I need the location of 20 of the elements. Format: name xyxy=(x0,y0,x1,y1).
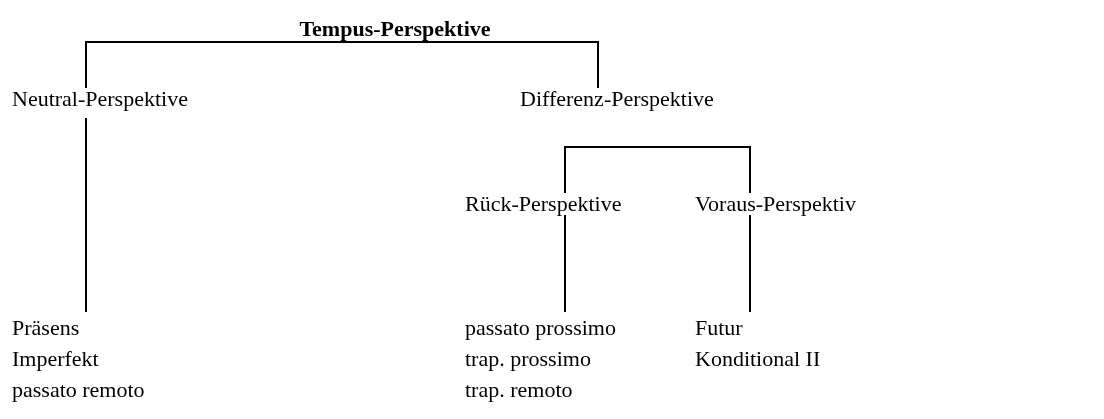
tense-label: trap. prossimo xyxy=(465,345,591,373)
connector-line xyxy=(564,146,681,194)
connector-line xyxy=(564,214,566,313)
tense-label: Konditional II xyxy=(695,345,821,373)
category-label: Neutral-Perspektive xyxy=(12,88,188,110)
connector-line xyxy=(85,117,87,313)
connector-line xyxy=(679,146,751,194)
tense-label: passato remoto xyxy=(12,376,145,404)
category-label: Voraus-Perspektiv xyxy=(695,193,856,215)
connector-line xyxy=(85,41,396,89)
tense-label: Futur xyxy=(695,314,743,342)
category-label: Rück-Perspektive xyxy=(465,193,622,215)
tense-label: Präsens xyxy=(12,314,80,342)
tense-label: Imperfekt xyxy=(12,345,99,373)
connector-line xyxy=(749,214,751,313)
connector-line xyxy=(394,41,599,89)
category-label: Differenz-Perspektive xyxy=(520,88,714,110)
tense-label: trap. remoto xyxy=(465,376,573,404)
tense-label: passato prossimo xyxy=(465,314,616,342)
tree-title: Tempus-Perspektive xyxy=(299,15,491,42)
